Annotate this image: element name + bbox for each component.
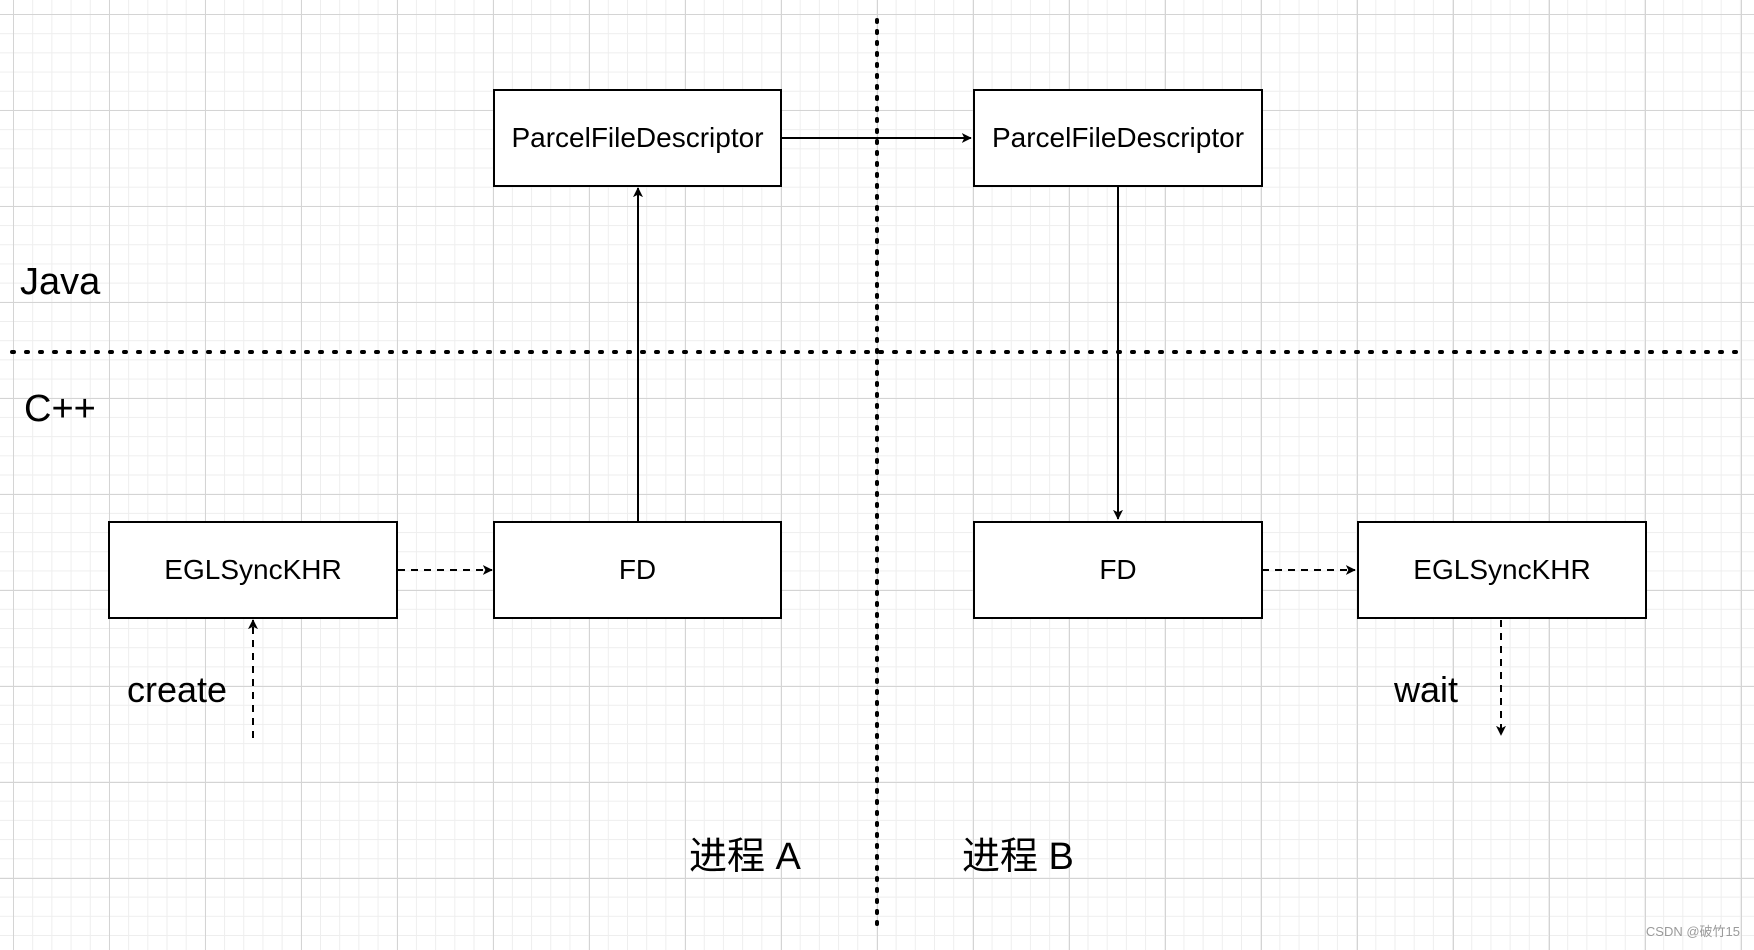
wait-label: wait bbox=[1394, 669, 1459, 710]
fd-box-a: FD bbox=[493, 521, 782, 619]
java-layer-label: Java bbox=[20, 261, 101, 303]
cpp-layer-label: C++ bbox=[24, 388, 96, 430]
process-a-label: 进程 A bbox=[689, 836, 801, 878]
parcel-file-descriptor-box-a: ParcelFileDescriptor bbox=[493, 89, 782, 187]
egl-sync-khr-box-a: EGLSyncKHR bbox=[108, 521, 398, 619]
fd-box-b: FD bbox=[973, 521, 1263, 619]
watermark: CSDN @破竹15 bbox=[1645, 924, 1740, 939]
parcel-file-descriptor-box-b: ParcelFileDescriptor bbox=[973, 89, 1263, 187]
egl-sync-khr-box-b: EGLSyncKHR bbox=[1357, 521, 1647, 619]
process-b-label: 进程 B bbox=[962, 836, 1074, 878]
create-label: create bbox=[127, 669, 228, 710]
